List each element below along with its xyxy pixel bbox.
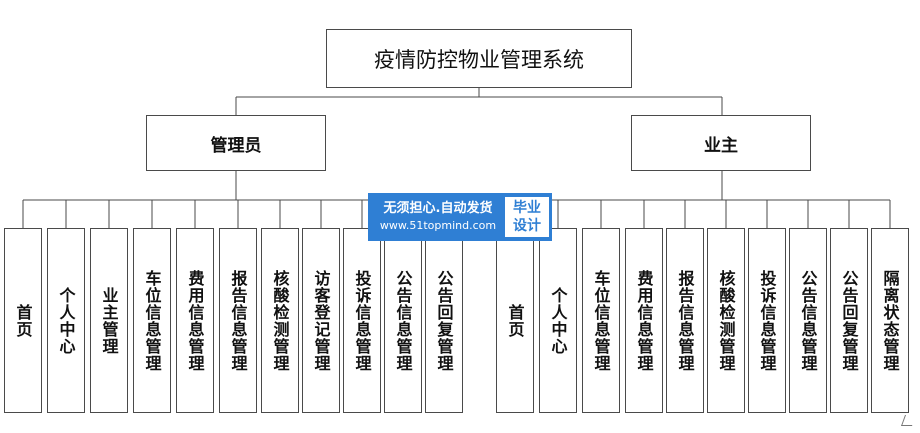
- admin-leaf-node: 首页: [4, 228, 42, 413]
- role-node-owner: 业主: [631, 115, 811, 171]
- leaf-label: 首页: [13, 303, 33, 338]
- watermark-badge: 毕业 设计: [505, 197, 549, 237]
- leaf-label: 个人中心: [548, 286, 568, 355]
- owner-leaf-node: 车位信息管理: [582, 228, 620, 413]
- owner-leaf-node: 报告信息管理: [666, 228, 704, 413]
- admin-leaf-node: 报告信息管理: [219, 228, 257, 413]
- owner-leaf-node: 费用信息管理: [625, 228, 663, 413]
- watermark-badge-line1: 毕业: [513, 200, 541, 216]
- owner-leaf-node: 核酸检测管理: [707, 228, 745, 413]
- leaf-label: 隔离状态管理: [880, 269, 900, 372]
- watermark-slogan: 无须担心.自动发货: [383, 201, 493, 216]
- leaf-label: 公告信息管理: [393, 269, 413, 372]
- leaf-label: 公告回复管理: [434, 269, 454, 372]
- admin-leaf-node: 个人中心: [47, 228, 85, 413]
- owner-leaf-node: 首页: [496, 228, 534, 413]
- owner-leaf-node: 个人中心: [539, 228, 577, 413]
- leaf-label: 业主管理: [99, 286, 119, 355]
- leaf-label: 首页: [505, 303, 525, 338]
- leaf-label: 核酸检测管理: [270, 269, 290, 372]
- role-node-admin: 管理员: [146, 115, 326, 171]
- leaf-label: 报告信息管理: [228, 269, 248, 372]
- leaf-label: 核酸检测管理: [716, 269, 736, 372]
- admin-leaf-node: 公告回复管理: [425, 228, 463, 413]
- admin-leaf-node: 核酸检测管理: [261, 228, 299, 413]
- admin-leaf-node: 车位信息管理: [133, 228, 171, 413]
- leaf-label: 费用信息管理: [634, 269, 654, 372]
- owner-leaf-node: 公告回复管理: [830, 228, 868, 413]
- watermark-text: 无须担心.自动发货 www.51topmind.com: [371, 200, 505, 234]
- watermark-badge-line2: 设计: [513, 218, 541, 234]
- leaf-label: 车位信息管理: [591, 269, 611, 372]
- root-node-label: 疫情防控物业管理系统: [374, 47, 584, 72]
- leaf-label: 公告信息管理: [798, 269, 818, 372]
- admin-leaf-node: 投诉信息管理: [343, 228, 381, 413]
- role-node-label: 管理员: [210, 135, 262, 156]
- watermark-banner: 无须担心.自动发货 www.51topmind.com 毕业 设计: [368, 193, 552, 241]
- owner-leaf-node: 公告信息管理: [789, 228, 827, 413]
- root-node: 疫情防控物业管理系统: [326, 29, 632, 88]
- owner-leaf-node: 隔离状态管理: [871, 228, 909, 413]
- leaf-label: 投诉信息管理: [352, 269, 372, 372]
- owner-leaf-node: 投诉信息管理: [748, 228, 786, 413]
- admin-leaf-node: 公告信息管理: [384, 228, 422, 413]
- watermark-url: www.51topmind.com: [379, 219, 497, 232]
- leaf-label: 访客登记管理: [311, 269, 331, 372]
- role-node-label: 业主: [704, 135, 738, 156]
- leaf-label: 车位信息管理: [142, 269, 162, 372]
- leaf-label: 公告回复管理: [839, 269, 859, 372]
- admin-leaf-node: 访客登记管理: [302, 228, 340, 413]
- leaf-label: 报告信息管理: [675, 269, 695, 372]
- admin-leaf-node: 业主管理: [90, 228, 128, 413]
- leaf-label: 投诉信息管理: [757, 269, 777, 372]
- leaf-label: 个人中心: [56, 286, 76, 355]
- leaf-label: 费用信息管理: [185, 269, 205, 372]
- admin-leaf-node: 费用信息管理: [176, 228, 214, 413]
